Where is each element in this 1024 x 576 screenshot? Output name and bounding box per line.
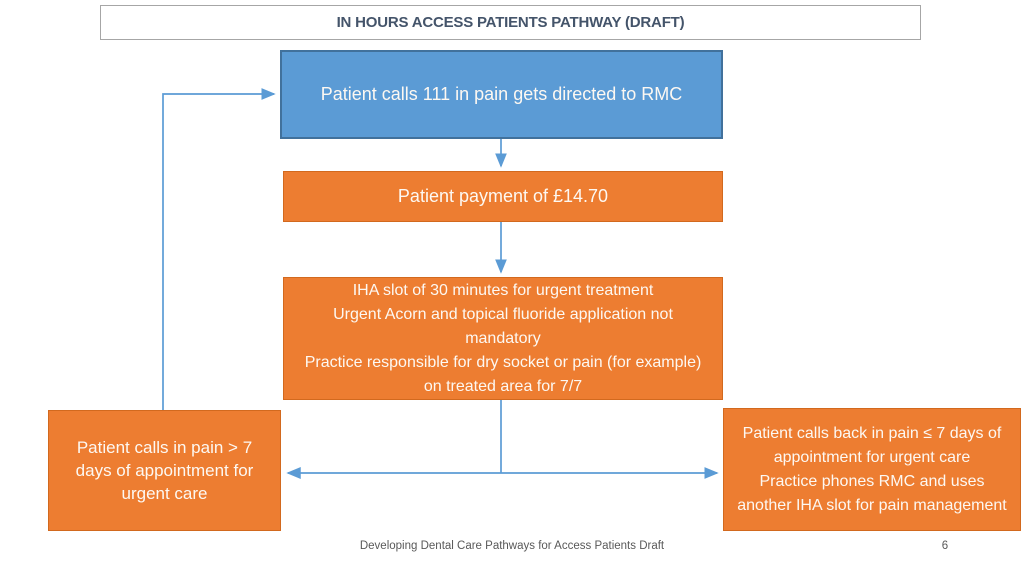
footer-page-number: 6: [941, 540, 949, 552]
node-iha-slot: IHA slot of 30 minutes for urgent treatm…: [283, 277, 723, 400]
node-label: Patient calls in pain > 7 days of appoin…: [75, 438, 254, 503]
node-line: IHA slot of 30 minutes for urgent treatm…: [352, 281, 654, 299]
slide-footer: Developing Dental Care Pathways for Acce…: [0, 540, 1024, 560]
slide-title-box: IN HOURS ACCESS PATIENTS PATHWAY (DRAFT): [100, 5, 921, 40]
node-line: Patient calls back in pain ≤ 7 days of a…: [742, 424, 1002, 466]
node-patient-calls-111: Patient calls 111 in pain gets directed …: [280, 50, 723, 139]
node-label: Patient calls 111 in pain gets directed …: [320, 84, 683, 104]
node-patient-payment: Patient payment of £14.70: [283, 171, 723, 222]
arrow-loop-late-to-start: [162, 88, 276, 410]
node-pain-within-7-days: Patient calls back in pain ≤ 7 days of a…: [723, 408, 1021, 531]
node-pain-over-7-days: Patient calls in pain > 7 days of appoin…: [48, 410, 281, 531]
slide-title: IN HOURS ACCESS PATIENTS PATHWAY (DRAFT): [336, 14, 685, 31]
node-line: Urgent Acorn and topical fluoride applic…: [333, 305, 673, 347]
node-label: Patient payment of £14.70: [397, 186, 609, 206]
node-line: Practice responsible for dry socket or p…: [304, 353, 702, 395]
footer-deck-title: Developing Dental Care Pathways for Acce…: [359, 540, 665, 552]
node-line: Practice phones RMC and uses another IHA…: [737, 472, 1007, 514]
